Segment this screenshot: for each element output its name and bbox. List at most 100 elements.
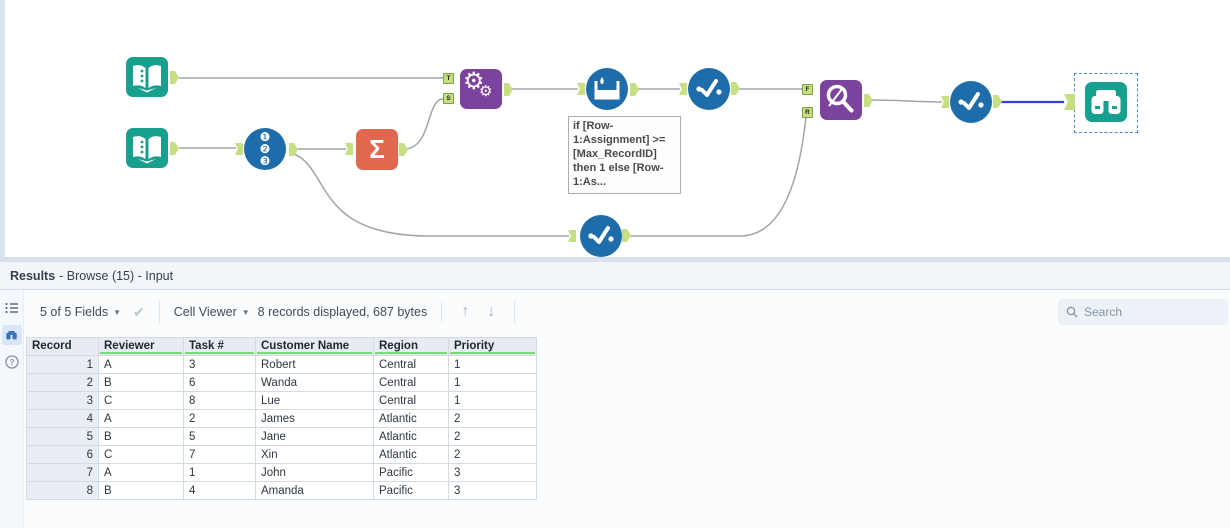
column-header[interactable]: Priority [448,337,537,356]
target-input-anchor[interactable]: T [443,73,454,84]
input-anchor[interactable] [1064,94,1075,110]
tool-select-3[interactable] [580,215,622,257]
data-cell[interactable]: A [98,409,184,428]
data-cell[interactable]: 1 [448,355,537,374]
record-number-cell[interactable]: 6 [26,445,99,464]
input-anchor[interactable] [679,83,687,95]
panel-splitter[interactable] [0,257,1230,262]
find-input-anchor[interactable]: F [802,84,813,95]
column-header[interactable]: Record [26,337,99,356]
data-cell[interactable]: Robert [255,355,374,374]
data-cell[interactable]: Wanda [255,373,374,392]
tool-input-data-2[interactable] [126,128,168,168]
record-number-cell[interactable]: 4 [26,409,99,428]
data-cell[interactable]: 2 [448,409,537,428]
data-cell[interactable]: Pacific [373,463,449,482]
tool-find-replace[interactable] [820,80,862,120]
data-cell[interactable]: B [98,481,184,500]
column-header[interactable]: Task # [183,337,256,356]
metadata-view-button[interactable] [2,298,22,318]
move-up-button[interactable]: ↑ [461,303,470,320]
output-anchor[interactable] [170,71,179,84]
column-header[interactable]: Region [373,337,449,356]
fields-dropdown[interactable]: 5 of 5 Fields ▼ [40,305,122,319]
data-cell[interactable]: John [255,463,374,482]
record-number-cell[interactable]: 3 [26,391,99,410]
data-cell[interactable]: Pacific [373,481,449,500]
record-number-cell[interactable]: 2 [26,373,99,392]
workflow-canvas[interactable]: ❶ ❷ ❸ Σ T S ⚙ ⚙ [0,0,1230,257]
data-cell[interactable]: B [98,427,184,446]
data-cell[interactable]: 4 [183,481,256,500]
output-anchor[interactable] [399,143,408,156]
data-cell[interactable]: Atlantic [373,445,449,464]
data-view-button[interactable] [1,325,22,345]
output-anchor[interactable] [289,143,298,156]
column-header[interactable]: Reviewer [98,337,184,356]
data-cell[interactable]: 2 [183,409,256,428]
data-cell[interactable]: 3 [448,481,537,500]
data-cell[interactable]: 2 [448,445,537,464]
data-cell[interactable]: A [98,355,184,374]
data-cell[interactable]: 3 [183,355,256,374]
data-cell[interactable]: Lue [255,391,374,410]
tool-input-data-1[interactable] [126,57,168,97]
data-cell[interactable]: Central [373,373,449,392]
input-anchor[interactable] [345,143,353,155]
source-input-anchor[interactable]: S [443,93,454,104]
column-header[interactable]: Customer Name [255,337,374,356]
data-cell[interactable]: Jane [255,427,374,446]
output-anchor[interactable] [170,142,179,155]
tool-multi-row-formula[interactable] [586,68,628,110]
tool-append-fields[interactable]: ⚙ ⚙ [460,68,502,109]
record-number-cell[interactable]: 8 [26,481,99,500]
search-input[interactable] [1084,305,1204,319]
data-cell[interactable]: Central [373,391,449,410]
tool-summarize[interactable]: Σ [356,129,398,170]
input-anchor[interactable] [235,143,243,155]
help-button[interactable]: ? [2,352,22,372]
data-cell[interactable]: Atlantic [373,409,449,428]
data-cell[interactable]: 2 [448,427,537,446]
search-box[interactable] [1058,299,1228,325]
output-anchor[interactable] [731,82,740,95]
output-anchor[interactable] [504,83,513,96]
data-cell[interactable]: James [255,409,374,428]
data-cell[interactable]: Xin [255,445,374,464]
input-anchor[interactable] [568,230,576,242]
cell-viewer-dropdown[interactable]: Cell Viewer ▼ [173,305,250,319]
data-cell[interactable]: 1 [448,373,537,392]
data-cell[interactable]: B [98,373,184,392]
tool-browse[interactable] [1085,82,1127,122]
record-number-cell[interactable]: 5 [26,427,99,446]
data-cell[interactable]: Atlantic [373,427,449,446]
data-cell[interactable]: 1 [183,463,256,482]
output-anchor[interactable] [622,229,631,242]
record-number-cell[interactable]: 7 [26,463,99,482]
input-anchor[interactable] [577,83,585,95]
input-anchor[interactable] [941,96,949,108]
output-anchor[interactable] [630,83,639,96]
data-cell[interactable]: 1 [448,391,537,410]
output-anchor[interactable] [864,94,873,107]
data-cell[interactable]: Central [373,355,449,374]
tool-record-id[interactable]: ❶ ❷ ❸ [244,128,286,170]
data-cell[interactable]: 7 [183,445,256,464]
data-cell[interactable]: 6 [183,373,256,392]
data-cell[interactable]: 5 [183,427,256,446]
tool-select-1[interactable] [688,68,730,110]
data-cell[interactable]: C [98,391,184,410]
data-cell[interactable]: Amanda [255,481,374,500]
apply-check-icon[interactable]: ✔ [133,303,145,320]
move-down-button[interactable]: ↓ [487,303,496,320]
tool-annotation[interactable]: if [Row-1:Assignment] >= [Max_RecordID] … [568,116,681,195]
output-anchor[interactable] [993,95,1002,108]
replace-input-anchor[interactable]: R [802,107,813,118]
data-cell[interactable]: C [98,445,184,464]
record-number-cell[interactable]: 1 [26,355,99,374]
data-cell[interactable]: 8 [183,391,256,410]
data-cell[interactable]: 3 [448,463,537,482]
tool-select-2[interactable] [950,81,992,123]
data-cell[interactable]: A [98,463,184,482]
